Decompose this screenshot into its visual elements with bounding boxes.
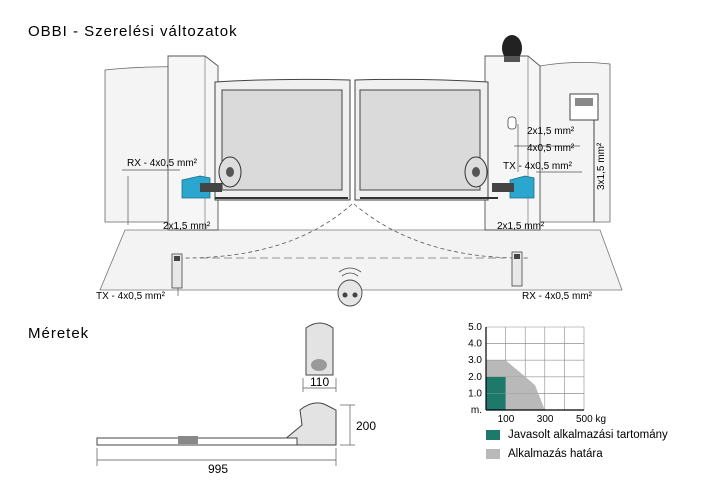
cable-lines — [122, 124, 582, 296]
page-title: OBBI - Szerelési változatok — [28, 23, 238, 40]
photocell-rx-icon — [218, 156, 242, 188]
legend-recommended-swatch — [486, 430, 500, 440]
control-unit-icon — [569, 93, 599, 222]
gate-leaf-right — [354, 78, 489, 201]
dimension-height: 200 — [356, 419, 376, 433]
load-chart: m. 1.0 2.0 3.0 4.0 5.0 100 300 500 kg — [468, 322, 606, 425]
motor-left-icon — [181, 175, 348, 199]
legend-recommended-label: Javasolt alkalmazási tartomány — [508, 429, 668, 441]
cable-top-right-b: 4x0,5 mm² — [527, 143, 575, 154]
cable-left-motor: 2x1,5 mm² — [163, 221, 211, 232]
legend-limit-swatch — [486, 449, 500, 459]
cable-rx-bottom-right: RX - 4x0,5 mm² — [522, 291, 593, 302]
flashing-lamp-icon — [502, 35, 522, 62]
cable-right-motor: 2x1,5 mm² — [497, 221, 545, 232]
post-photocell-right — [511, 251, 523, 287]
x-tick-label: 100 — [498, 414, 515, 425]
post-photocell-left — [171, 253, 183, 289]
ground — [99, 229, 623, 291]
y-tick-label: 1.0 — [468, 388, 482, 399]
motor-top-view — [302, 322, 337, 392]
legend-recommended: Javasolt alkalmazási tartomány — [486, 429, 668, 441]
pillar-left — [167, 55, 219, 231]
section-heading-dimensions: Méretek — [28, 325, 90, 342]
cable-tx-bottom-left: TX - 4x0,5 mm² — [96, 291, 166, 302]
swing-arc-left — [174, 203, 353, 259]
x-tick-label: 500 kg — [576, 414, 606, 425]
key-selector-icon — [507, 116, 517, 130]
dimension-width: 110 — [310, 375, 329, 389]
cable-tx-right: TX - 4x0,5 mm² — [503, 161, 573, 172]
swing-arc-right — [353, 203, 531, 259]
y-tick-label: 2.0 — [468, 372, 482, 383]
y-tick-label: 4.0 — [468, 339, 482, 350]
dimension-length: 995 — [208, 462, 228, 476]
x-tick-label: 300 — [537, 414, 554, 425]
photocell-tx-icon — [464, 156, 488, 188]
legend-limit: Alkalmazás határa — [486, 448, 603, 460]
motor-side-view — [96, 402, 355, 466]
y-tick-label: 5.0 — [468, 322, 482, 333]
remote-control-icon — [337, 267, 363, 307]
gate-leaf-left — [214, 78, 351, 201]
cable-top-right-a: 2x1,5 mm² — [527, 126, 575, 137]
cable-rx-left: RX - 4x0,5 mm² — [127, 158, 198, 169]
cable-vertical: 3x1,5 mm² — [596, 142, 607, 190]
legend-limit-label: Alkalmazás határa — [508, 448, 603, 460]
y-tick-label: m. — [471, 405, 482, 416]
y-tick-label: 3.0 — [468, 355, 482, 366]
motor-right-icon — [360, 175, 535, 199]
